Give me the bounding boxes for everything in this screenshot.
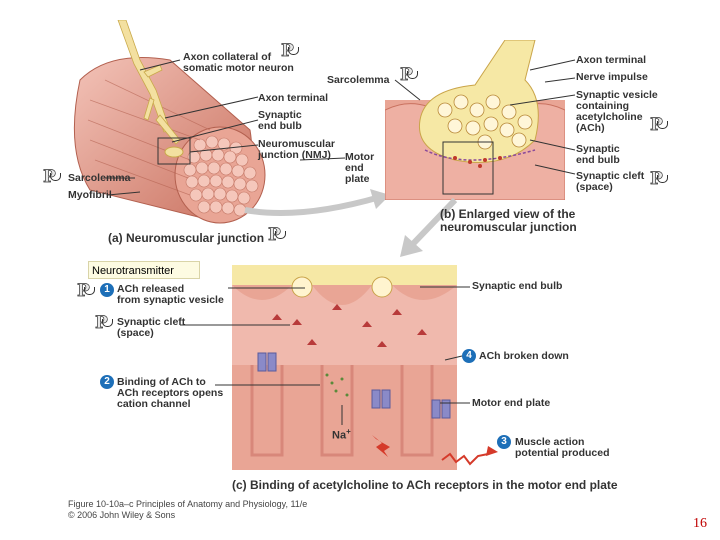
marker-icon: P bbox=[281, 42, 299, 60]
label-axon-terminal-b: Axon terminal bbox=[576, 54, 647, 66]
label-ach-released: ACh released from synaptic vesicle bbox=[117, 283, 224, 306]
label-axon-terminal-a: Axon terminal bbox=[258, 92, 329, 104]
label-motor-end-plate-c: Motor end plate bbox=[472, 397, 551, 409]
step-1-badge: 1 bbox=[100, 283, 114, 297]
marker-icon: P bbox=[95, 314, 113, 332]
label-synaptic-vesicle: Synaptic vesicle containing acetylcholin… bbox=[576, 89, 658, 134]
label-muscle-action: Muscle action potential produced bbox=[515, 436, 610, 459]
label-na-ion: Na+ bbox=[332, 427, 351, 442]
step-3-badge: 3 bbox=[497, 435, 511, 449]
label-sarcolemma-a: Sarcolemma bbox=[68, 172, 131, 184]
nmj-enlarged-illustration bbox=[385, 40, 565, 200]
marker-icon: P bbox=[268, 226, 286, 244]
label-sarcolemma-b: Sarcolemma bbox=[327, 74, 390, 86]
na-text: Na bbox=[332, 429, 347, 442]
label-synaptic-end-bulb-b: Synaptic end bulb bbox=[576, 143, 620, 166]
marker-icon: P bbox=[43, 168, 61, 186]
label-myofibril: Myofibril bbox=[68, 189, 112, 201]
label-ach-broken: ACh broken down bbox=[479, 350, 569, 362]
marker-icon: P bbox=[650, 116, 668, 134]
label-binding: Binding of ACh to ACh receptors opens ca… bbox=[117, 376, 224, 410]
arrow-b-to-c bbox=[400, 197, 458, 257]
marker-icon: P bbox=[77, 282, 95, 300]
na-charge: + bbox=[346, 427, 351, 436]
page-number: 16 bbox=[693, 516, 707, 531]
label-nmj: Neuromuscular junction (NMJ) bbox=[258, 138, 336, 161]
step-4-badge: 4 bbox=[462, 349, 476, 363]
figure-credit: Figure 10-10a–c Principles of Anatomy an… bbox=[68, 499, 308, 520]
label-nerve-impulse: Nerve impulse bbox=[576, 71, 648, 83]
label-motor-end-plate-a: Motor end plate bbox=[345, 151, 375, 185]
caption-b: (b) Enlarged view of the neuromuscular j… bbox=[440, 207, 577, 234]
caption-a: (a) Neuromuscular junction bbox=[108, 231, 265, 245]
label-synaptic-end-bulb-c: Synaptic end bulb bbox=[472, 280, 563, 292]
label-synaptic-end-bulb-a: Synaptic end bulb bbox=[258, 109, 302, 132]
neurotransmitter-label: Neurotransmitter bbox=[88, 261, 200, 279]
marker-icon: P bbox=[650, 170, 668, 188]
ach-binding-illustration bbox=[232, 265, 457, 470]
action-potential-arrow bbox=[441, 446, 498, 466]
marker-icon: P bbox=[400, 66, 418, 84]
caption-c: (c) Binding of acetylcholine to ACh rece… bbox=[232, 478, 618, 492]
step-2-badge: 2 bbox=[100, 375, 114, 389]
label-synaptic-cleft-c: Synaptic cleft (space) bbox=[117, 316, 186, 339]
label-synaptic-cleft-b: Synaptic cleft (space) bbox=[576, 170, 645, 193]
label-axon-collateral: Axon collateral of somatic motor neuron bbox=[183, 51, 294, 74]
